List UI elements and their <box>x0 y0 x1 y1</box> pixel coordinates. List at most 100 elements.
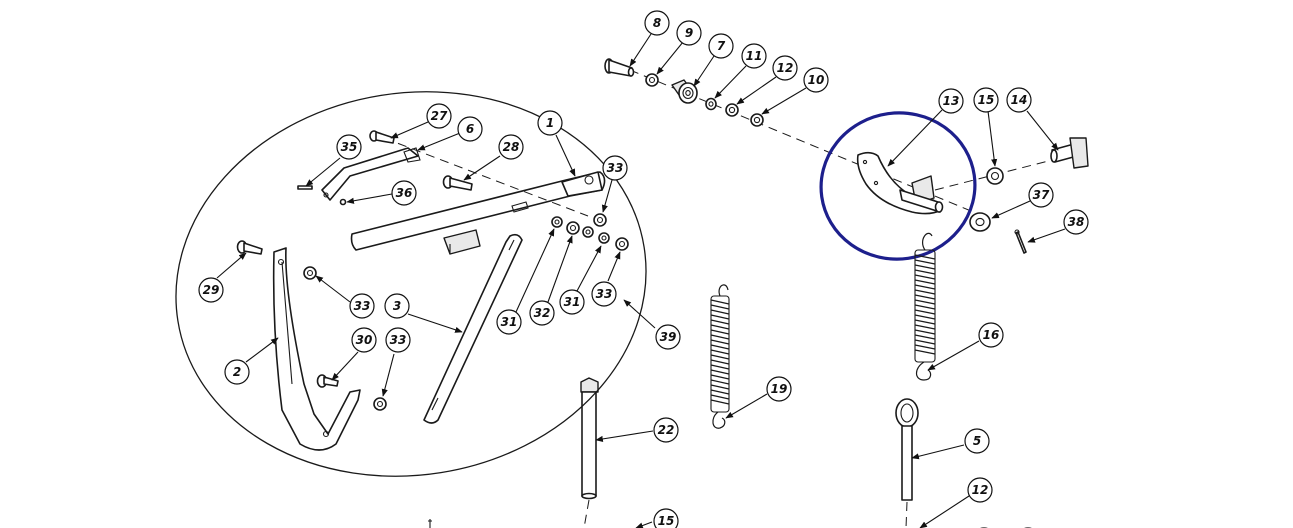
bolt-27 <box>369 130 395 144</box>
callout-5: 5 <box>964 428 990 454</box>
svg-text:22: 22 <box>658 423 675 437</box>
callout-33-top: 33 <box>602 155 628 181</box>
svg-text:12: 12 <box>972 483 989 497</box>
svg-text:16: 16 <box>983 328 1000 342</box>
small-nut-bottom <box>428 519 432 528</box>
bolt-28 <box>442 175 473 191</box>
callout-28: 28 <box>498 134 524 160</box>
callout-12-bottom: 12 <box>967 477 993 503</box>
callout-3: 3 <box>384 293 410 319</box>
svg-text:37: 37 <box>1033 188 1050 202</box>
cotter-pin-38 <box>1014 229 1027 254</box>
spacer-32 <box>566 221 580 235</box>
slotted-bar-3 <box>423 233 523 424</box>
svg-text:9: 9 <box>685 26 693 40</box>
callout-27: 27 <box>426 103 452 129</box>
svg-text:7: 7 <box>717 39 726 53</box>
callout-38: 38 <box>1063 209 1089 235</box>
callout-33-right: 33 <box>591 281 617 307</box>
svg-text:12: 12 <box>777 61 794 75</box>
callout-10: 10 <box>803 67 829 93</box>
subassembly-ellipse-39 <box>175 91 647 477</box>
spacer-12 <box>725 103 739 117</box>
svg-text:31: 31 <box>501 315 518 329</box>
svg-text:27: 27 <box>431 109 448 123</box>
svg-text:13: 13 <box>943 94 960 108</box>
pivot-pin-14 <box>1050 137 1089 169</box>
bushing-9 <box>645 73 659 87</box>
callout-33-left: 33 <box>349 293 375 319</box>
callout-11: 11 <box>741 43 767 69</box>
svg-text:29: 29 <box>203 283 220 297</box>
callout-33-bottom: 33 <box>385 327 411 353</box>
nut-10 <box>750 113 764 127</box>
highlight-ring <box>819 111 977 261</box>
svg-text:33: 33 <box>596 287 613 301</box>
svg-text:6: 6 <box>466 122 474 136</box>
bolt-29 <box>236 240 263 255</box>
pin-8 <box>604 58 635 77</box>
svg-text:19: 19 <box>771 382 788 396</box>
nut-33-left <box>303 266 317 280</box>
callout-8: 8 <box>644 10 670 36</box>
washer-11 <box>705 97 717 111</box>
svg-text:33: 33 <box>354 299 371 313</box>
callout-31-right: 31 <box>559 289 585 315</box>
callout-15: 15 <box>973 87 999 113</box>
top-hardware-stack <box>604 58 989 219</box>
nut-15 <box>986 167 1004 185</box>
svg-text:30: 30 <box>356 333 373 347</box>
callout-15-bottom: 15 <box>653 508 679 528</box>
svg-text:15: 15 <box>978 93 995 107</box>
spring-16 <box>914 232 936 381</box>
svg-text:38: 38 <box>1068 215 1085 229</box>
clip-36 <box>339 198 347 206</box>
callout-12: 12 <box>772 55 798 81</box>
svg-text:32: 32 <box>534 306 551 320</box>
svg-text:14: 14 <box>1011 93 1028 107</box>
svg-text:28: 28 <box>503 140 520 154</box>
callout-39: 39 <box>655 324 681 350</box>
callout-7: 7 <box>708 33 734 59</box>
callout-19: 19 <box>766 376 792 402</box>
svg-text:39: 39 <box>660 330 677 344</box>
svg-text:35: 35 <box>341 140 358 154</box>
callout-37: 37 <box>1028 182 1054 208</box>
nut-33-top <box>593 213 607 227</box>
callouts: 8 9 7 11 12 10 13 15 14 37 38 27 6 1 35 … <box>198 10 1089 528</box>
svg-text:36: 36 <box>396 186 413 200</box>
svg-text:15: 15 <box>658 514 675 528</box>
callout-13: 13 <box>938 88 964 114</box>
callout-32: 32 <box>529 300 555 326</box>
right-bracket-assembly <box>819 111 1089 261</box>
callout-30: 30 <box>351 327 377 353</box>
washer-mid <box>582 226 594 238</box>
callout-1: 1 <box>537 110 563 136</box>
svg-text:5: 5 <box>973 434 981 448</box>
spring-19 <box>710 284 730 429</box>
svg-text:10: 10 <box>808 73 825 87</box>
callout-36: 36 <box>391 180 417 206</box>
callout-35: 35 <box>336 134 362 160</box>
main-lever-1 <box>350 171 606 255</box>
svg-text:11: 11 <box>746 49 763 63</box>
svg-text:8: 8 <box>653 16 661 30</box>
eyebolt-5 <box>895 398 919 528</box>
svg-text:33: 33 <box>390 333 407 347</box>
leader-lines <box>216 33 1066 528</box>
svg-text:33: 33 <box>607 161 624 175</box>
washer-31-right <box>598 232 610 244</box>
callout-31-left: 31 <box>496 309 522 335</box>
callout-6: 6 <box>457 116 483 142</box>
washer-31-left <box>551 216 563 228</box>
pin-35 <box>297 185 313 190</box>
nut-33-right <box>615 237 629 251</box>
callout-29: 29 <box>198 277 224 303</box>
svg-text:2: 2 <box>233 365 241 379</box>
roller-7 <box>671 79 698 104</box>
svg-text:1: 1 <box>546 116 554 130</box>
callout-14: 14 <box>1006 87 1032 113</box>
rod-22 <box>580 377 599 528</box>
svg-text:3: 3 <box>393 299 401 313</box>
